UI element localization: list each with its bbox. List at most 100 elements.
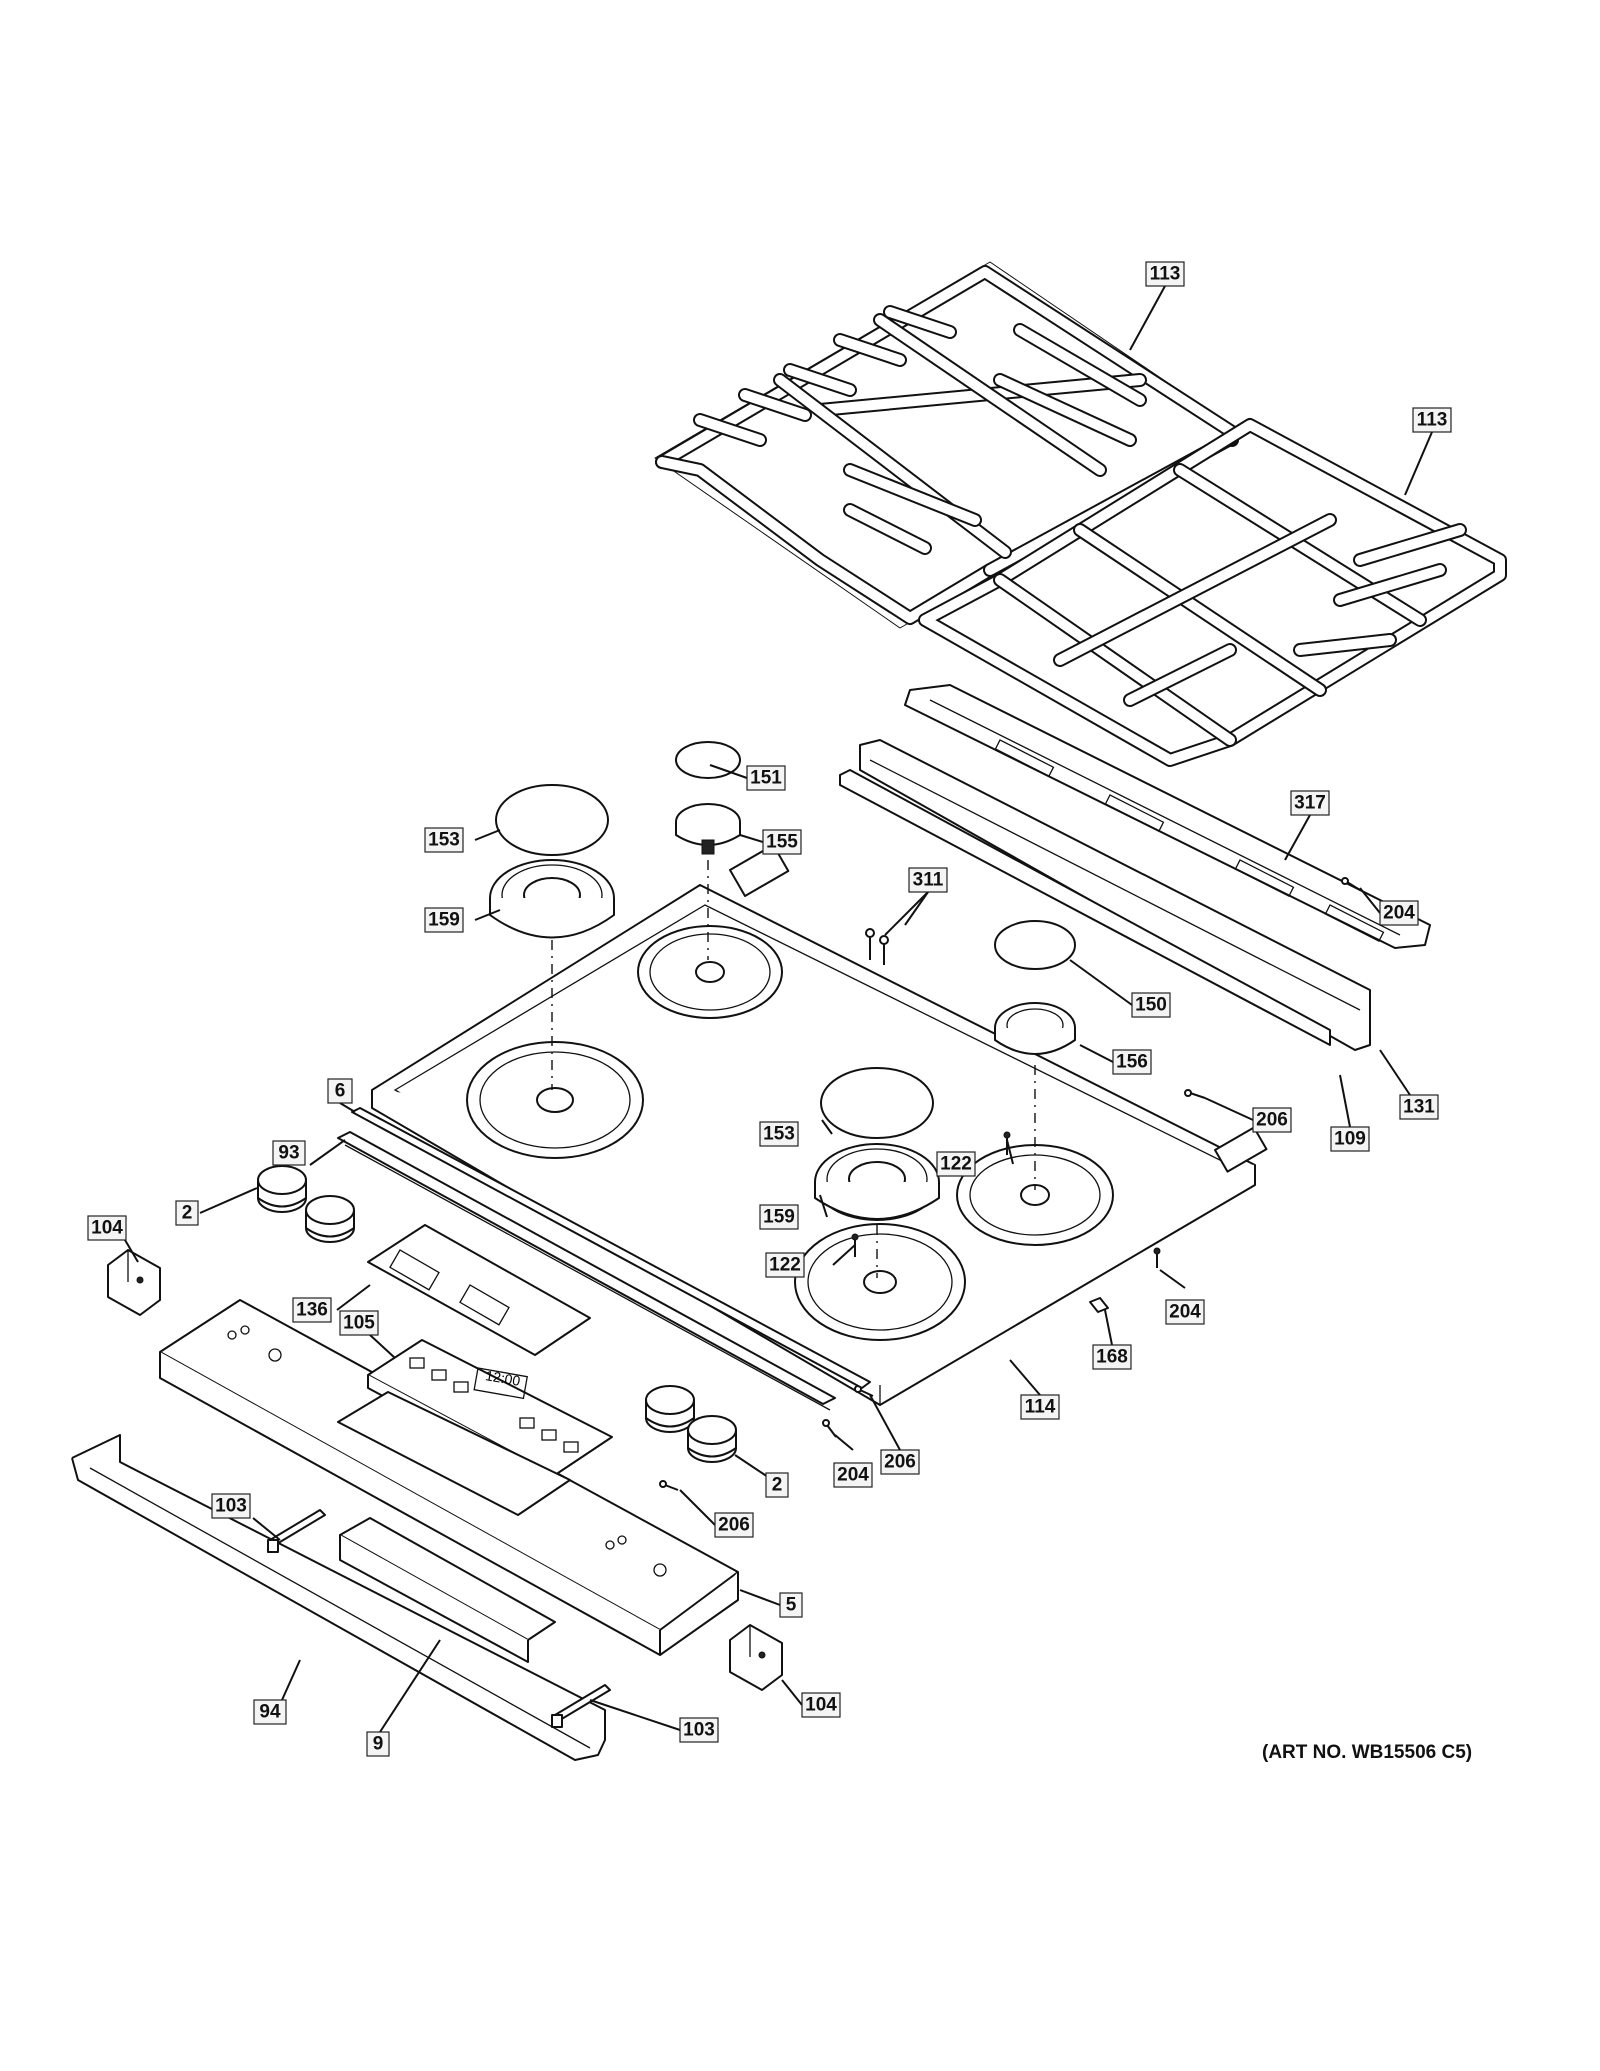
burner-base-center-front	[794, 1223, 966, 1341]
svg-text:156: 156	[1116, 1052, 1148, 1073]
rear-trim-131	[859, 739, 1371, 1051]
svg-text:104: 104	[805, 1695, 837, 1716]
rear-trim-109	[839, 769, 1331, 1046]
burner-base-center-rear	[637, 925, 783, 1019]
screws-311	[865, 928, 889, 965]
window-plate	[337, 1391, 571, 1516]
callout-9: 9	[366, 1731, 390, 1757]
svg-text:6: 6	[335, 1081, 346, 1102]
knob-left-b	[305, 1195, 355, 1243]
svg-text:150: 150	[1135, 995, 1167, 1016]
callout-206-bottom: 206	[714, 1512, 754, 1538]
callout-159-center: 159	[759, 1204, 799, 1230]
bracket-104-left	[107, 1249, 161, 1316]
display-readout: 12:00	[484, 1367, 521, 1389]
burner-cap-150	[994, 920, 1076, 970]
svg-text:153: 153	[763, 1124, 795, 1145]
svg-text:104: 104	[91, 1218, 123, 1239]
screw-204-a	[1341, 877, 1361, 891]
svg-text:159: 159	[763, 1207, 795, 1228]
callout-317: 317	[1290, 790, 1330, 816]
svg-text:317: 317	[1294, 793, 1326, 814]
svg-text:206: 206	[1256, 1110, 1288, 1131]
svg-text:93: 93	[278, 1143, 299, 1164]
callout-113-right: 113	[1412, 407, 1452, 433]
callout-114: 114	[1020, 1394, 1060, 1420]
svg-text:153: 153	[428, 830, 460, 851]
burner-cap-153-left	[495, 784, 609, 856]
lower-panel-94	[71, 1434, 606, 1761]
screw-204-c	[822, 1419, 837, 1438]
svg-text:168: 168	[1096, 1347, 1128, 1368]
callout-136: 136	[292, 1297, 332, 1323]
screw-122-b	[851, 1233, 859, 1257]
callout-113-top: 113	[1145, 261, 1185, 287]
callout-2-left: 2	[175, 1200, 199, 1226]
svg-text:5: 5	[786, 1595, 797, 1616]
callout-6: 6	[327, 1078, 353, 1104]
callout-131: 131	[1399, 1094, 1439, 1120]
callout-5: 5	[779, 1592, 803, 1618]
callout-94: 94	[253, 1699, 287, 1725]
burner-base-left-rear	[466, 1041, 644, 1159]
callout-156: 156	[1112, 1049, 1152, 1075]
svg-text:151: 151	[750, 768, 782, 789]
burner-cap-153-center	[820, 1067, 934, 1139]
svg-text:136: 136	[296, 1300, 328, 1321]
screw-206-c	[659, 1480, 679, 1491]
support-103-left	[267, 1509, 326, 1553]
svg-text:206: 206	[718, 1515, 750, 1536]
callout-150: 150	[1131, 992, 1171, 1018]
support-103-right	[551, 1684, 611, 1728]
svg-text:204: 204	[1383, 903, 1415, 924]
callout-104-right: 104	[801, 1692, 841, 1718]
screw-206-a	[1184, 1089, 1206, 1099]
art-number: (ART NO. WB15506 C5)	[1262, 1742, 1473, 1763]
svg-text:131: 131	[1403, 1097, 1435, 1118]
callout-151: 151	[746, 765, 786, 791]
knob-right-a	[645, 1385, 695, 1433]
knob-left-a	[257, 1165, 307, 1213]
clip-168	[1089, 1297, 1109, 1313]
callout-153-left: 153	[424, 827, 464, 853]
svg-text:311: 311	[913, 870, 944, 891]
svg-text:9: 9	[373, 1734, 384, 1755]
svg-text:159: 159	[428, 910, 460, 931]
svg-text:122: 122	[769, 1255, 801, 1276]
burner-base-right	[956, 1144, 1114, 1246]
burner-head-156	[994, 1002, 1076, 1055]
rear-trim-317	[904, 684, 1431, 949]
callout-168: 168	[1092, 1344, 1132, 1370]
callout-153-center: 153	[759, 1121, 799, 1147]
front-rail-6	[351, 1107, 871, 1389]
callout-122-bottom: 122	[765, 1252, 805, 1278]
inner-panel-9	[339, 1517, 556, 1663]
svg-text:155: 155	[766, 832, 798, 853]
svg-text:114: 114	[1025, 1397, 1056, 1418]
svg-text:103: 103	[683, 1720, 715, 1741]
svg-text:113: 113	[1417, 410, 1448, 431]
burner-head-159-left	[489, 859, 615, 939]
svg-text:105: 105	[343, 1313, 375, 1334]
svg-text:109: 109	[1334, 1129, 1366, 1150]
svg-text:206: 206	[884, 1452, 916, 1473]
callout-109: 109	[1330, 1126, 1370, 1152]
burner-head-155	[675, 803, 741, 855]
svg-text:2: 2	[772, 1475, 783, 1496]
grate-right	[918, 418, 1507, 767]
callout-155: 155	[762, 829, 802, 855]
overlay-136	[367, 1224, 591, 1356]
callout-103-left: 103	[211, 1493, 251, 1519]
callout-159-left: 159	[424, 907, 464, 933]
svg-text:2: 2	[182, 1203, 193, 1224]
callout-204-bottom: 204	[833, 1462, 873, 1488]
callout-2-right: 2	[765, 1472, 789, 1498]
callout-105: 105	[339, 1310, 379, 1336]
svg-text:204: 204	[1169, 1302, 1201, 1323]
callout-93: 93	[272, 1140, 306, 1166]
leader-lines	[124, 285, 1433, 1733]
svg-text:204: 204	[837, 1465, 869, 1486]
callout-122-top: 122	[936, 1151, 976, 1177]
burner-head-159-center	[814, 1143, 940, 1221]
